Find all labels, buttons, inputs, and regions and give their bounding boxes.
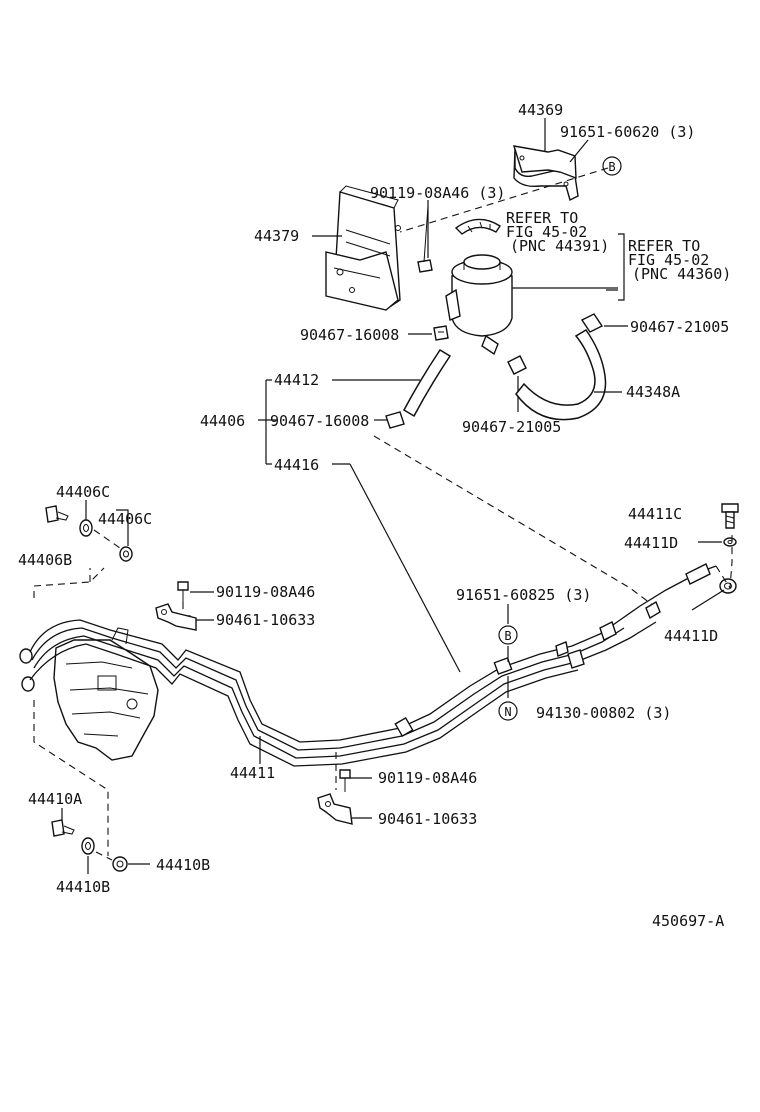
clamp-ring-icon [454,218,501,235]
hose-44348a [515,328,607,421]
label-90461-10633-upper: 90461-10633 [216,611,315,629]
label-refer-2-line-1: REFER TO [628,237,700,255]
label-94130-00802: 94130-00802 (3) [536,704,671,722]
label-44406c-right: 44406C [98,510,152,528]
label-refer-1-line-1: REFER TO [506,209,578,227]
label-44406b: 44406B [18,551,72,569]
label-44406: 44406 [200,412,245,430]
washer-icon [81,837,95,855]
bolt-icon [339,769,351,792]
bracket-44379 [325,185,401,311]
svg-text:N: N [504,705,511,719]
marker-n: N [498,701,518,721]
diagram-code: 450697-A [652,912,724,930]
pipe-clamp-icon [155,603,197,631]
bolt-icon [51,819,75,837]
label-90119-08a46-upper: 90119-08A46 [216,583,315,601]
washer-icon [723,537,737,547]
fitting-icon [19,648,35,692]
label-44412: 44412 [274,371,319,389]
bolt-icon [721,503,739,529]
label-90119-08a46-3: 90119-08A46 (3) [370,184,505,202]
bolt-icon [45,505,69,523]
label-90119-08a46-lower: 90119-08A46 [378,769,477,787]
label-44411d-upper: 44411D [624,534,678,552]
label-44410b-right: 44410B [156,856,210,874]
svg-text:B: B [504,629,511,643]
pipe-bundle [29,565,717,767]
label-90467-16008-upper: 90467-16008 [300,326,399,344]
hose-clip-icon [507,355,527,375]
label-90461-10633-lower: 90461-10633 [378,810,477,828]
label-44416: 44416 [274,456,319,474]
label-refer-2-line-2: FIG 45-02 [628,251,709,269]
steering-gearbox [53,627,159,761]
label-44410b-lower: 44410B [56,878,110,896]
label-44411: 44411 [230,764,275,782]
label-90467-16008-lower: 90467-16008 [270,412,369,430]
label-44410a: 44410A [28,790,82,808]
label-44369: 44369 [518,101,563,119]
label-91651-60620: 91651-60620 (3) [560,123,695,141]
marker-b-lower: B [498,625,518,645]
hose-44412 [403,348,452,418]
fitting-icon [555,563,711,669]
label-refer-1-line-3: (PNC 44391) [510,237,609,255]
bolt-icon [417,205,433,273]
label-refer-2-line-3: (PNC 44360) [632,265,731,283]
banjo-fitting-icon [719,578,737,594]
hose-clip-icon [433,325,449,341]
label-44379: 44379 [254,227,299,245]
bracket-44369 [512,145,579,202]
marker-b-upper: B [602,156,622,176]
label-44348a: 44348A [626,383,680,401]
hose-clip-icon [385,411,405,429]
label-90467-21005-right: 90467-21005 [630,318,729,336]
label-refer-1-line-2: FIG 45-02 [506,223,587,241]
label-90467-21005-lower: 90467-21005 [462,418,561,436]
label-91651-60825: 91651-60825 (3) [456,586,591,604]
label-44411d-lower: 44411D [664,627,718,645]
svg-text:B: B [608,160,615,174]
reservoir-tank [445,254,513,356]
bolt-icon [177,581,189,602]
washer-icon [79,519,93,537]
washer-icon [112,856,128,872]
label-44411c: 44411C [628,505,682,523]
label-44406c-upper: 44406C [56,483,110,501]
pipe-clamp-icon [317,793,353,825]
hose-clip-icon [580,313,604,333]
washer-icon [119,546,133,562]
